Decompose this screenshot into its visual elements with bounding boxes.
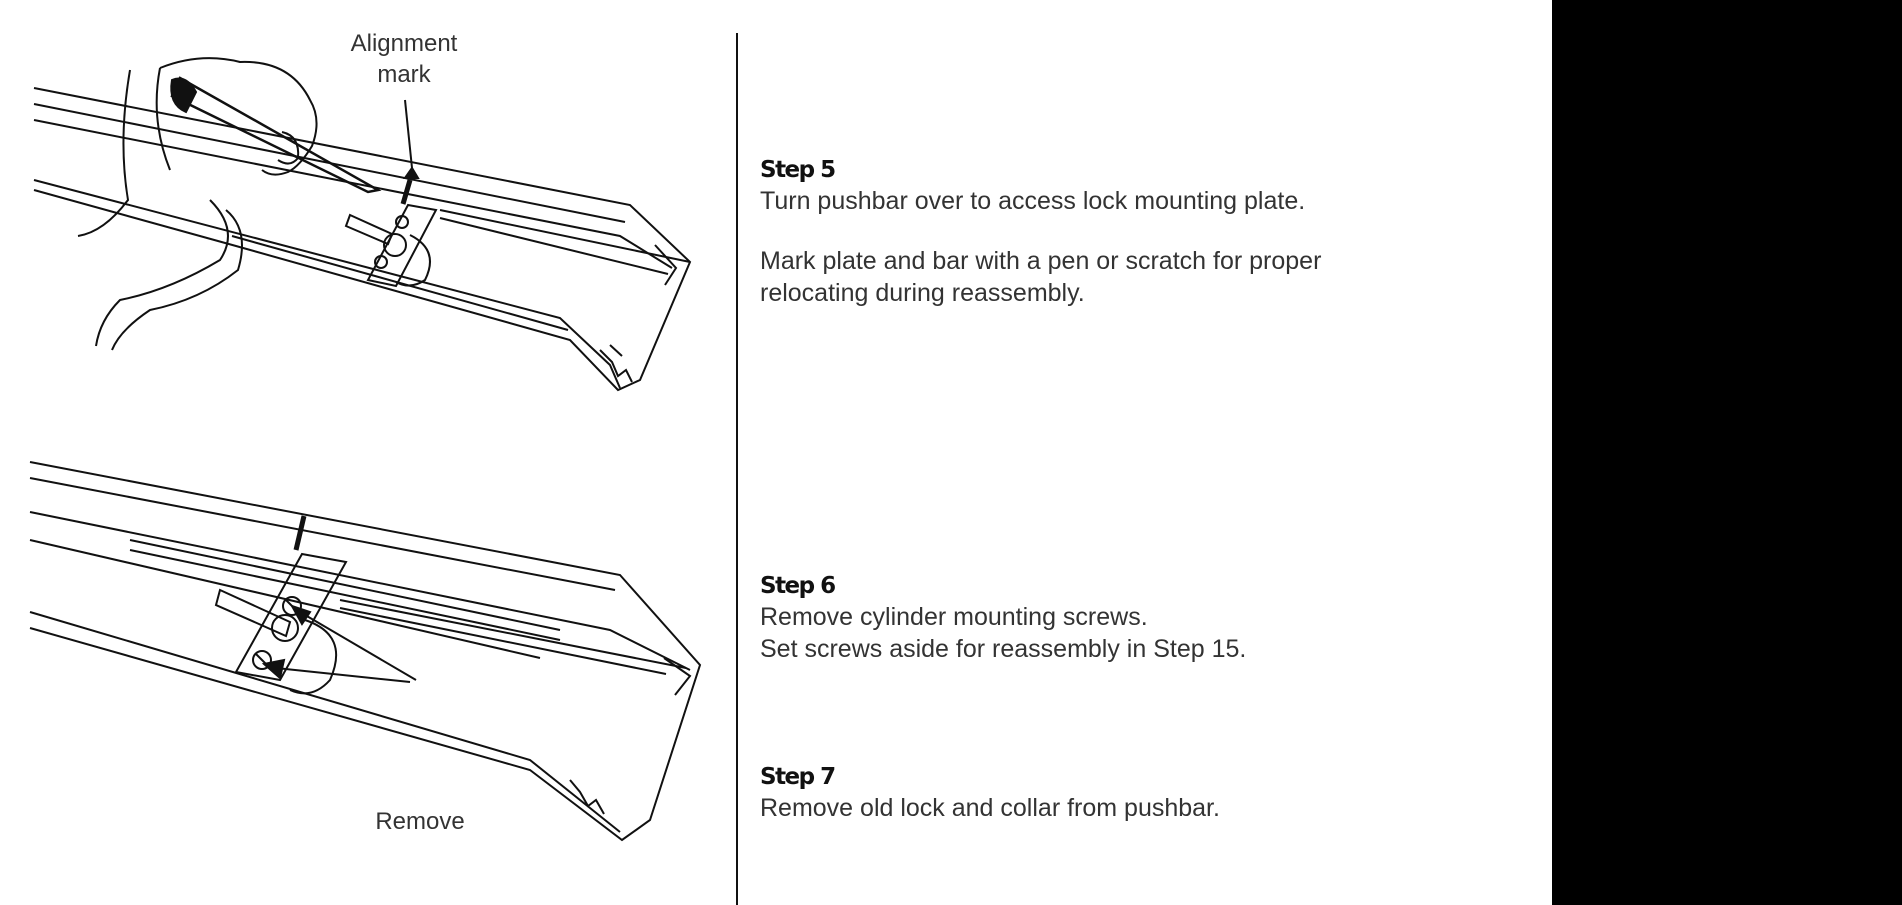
- step-7: Step 7 Remove old lock and collar from p…: [760, 762, 1480, 824]
- hand-with-pen: [77, 57, 382, 351]
- step-6-text-line-2: Set screws aside for reassembly in Step …: [760, 635, 1247, 663]
- step-5-note-line-1: Mark plate and bar with a pen or scratch…: [760, 247, 1322, 275]
- paragraph-gap: [760, 217, 1480, 245]
- screw-icon: [282, 596, 302, 616]
- screw-icon: [252, 650, 272, 670]
- black-side-panel: [1552, 0, 1902, 905]
- column-divider: [736, 33, 738, 905]
- remove-callout: Remove: [375, 808, 465, 835]
- lock-mounting-plate-top: [344, 179, 438, 288]
- alignment-arrow: [403, 99, 420, 179]
- step-5: Step 5 Turn pushbar over to access lock …: [760, 155, 1480, 309]
- pushbar-top-body: [33, 87, 692, 392]
- step-7-title: Step 7: [760, 764, 836, 790]
- instruction-page: Alignment mark: [29, 28, 1480, 905]
- pushbar-screws-illustration: [29, 461, 702, 842]
- step-6: Step 6 Remove cylinder mounting screws. …: [760, 571, 1480, 665]
- alignment-mark-callout: Alignment mark: [330, 28, 478, 90]
- step-6-text-line-1: Remove cylinder mounting screws.: [760, 603, 1148, 631]
- step-5-title: Step 5: [760, 157, 836, 183]
- step-5-note-line-2: relocating during reassembly.: [760, 279, 1085, 307]
- pushbar-bottom-body: [29, 461, 702, 842]
- step-6-title: Step 6: [760, 573, 836, 599]
- pushbar-marking-illustration: [33, 57, 692, 392]
- remove-arrows: [261, 604, 417, 683]
- step-5-text: Turn pushbar over to access lock mountin…: [760, 187, 1306, 215]
- callout-line-1: Alignment: [350, 30, 458, 57]
- callout-line-2: mark: [377, 61, 431, 88]
- step-7-text: Remove old lock and collar from pushbar.: [760, 794, 1220, 822]
